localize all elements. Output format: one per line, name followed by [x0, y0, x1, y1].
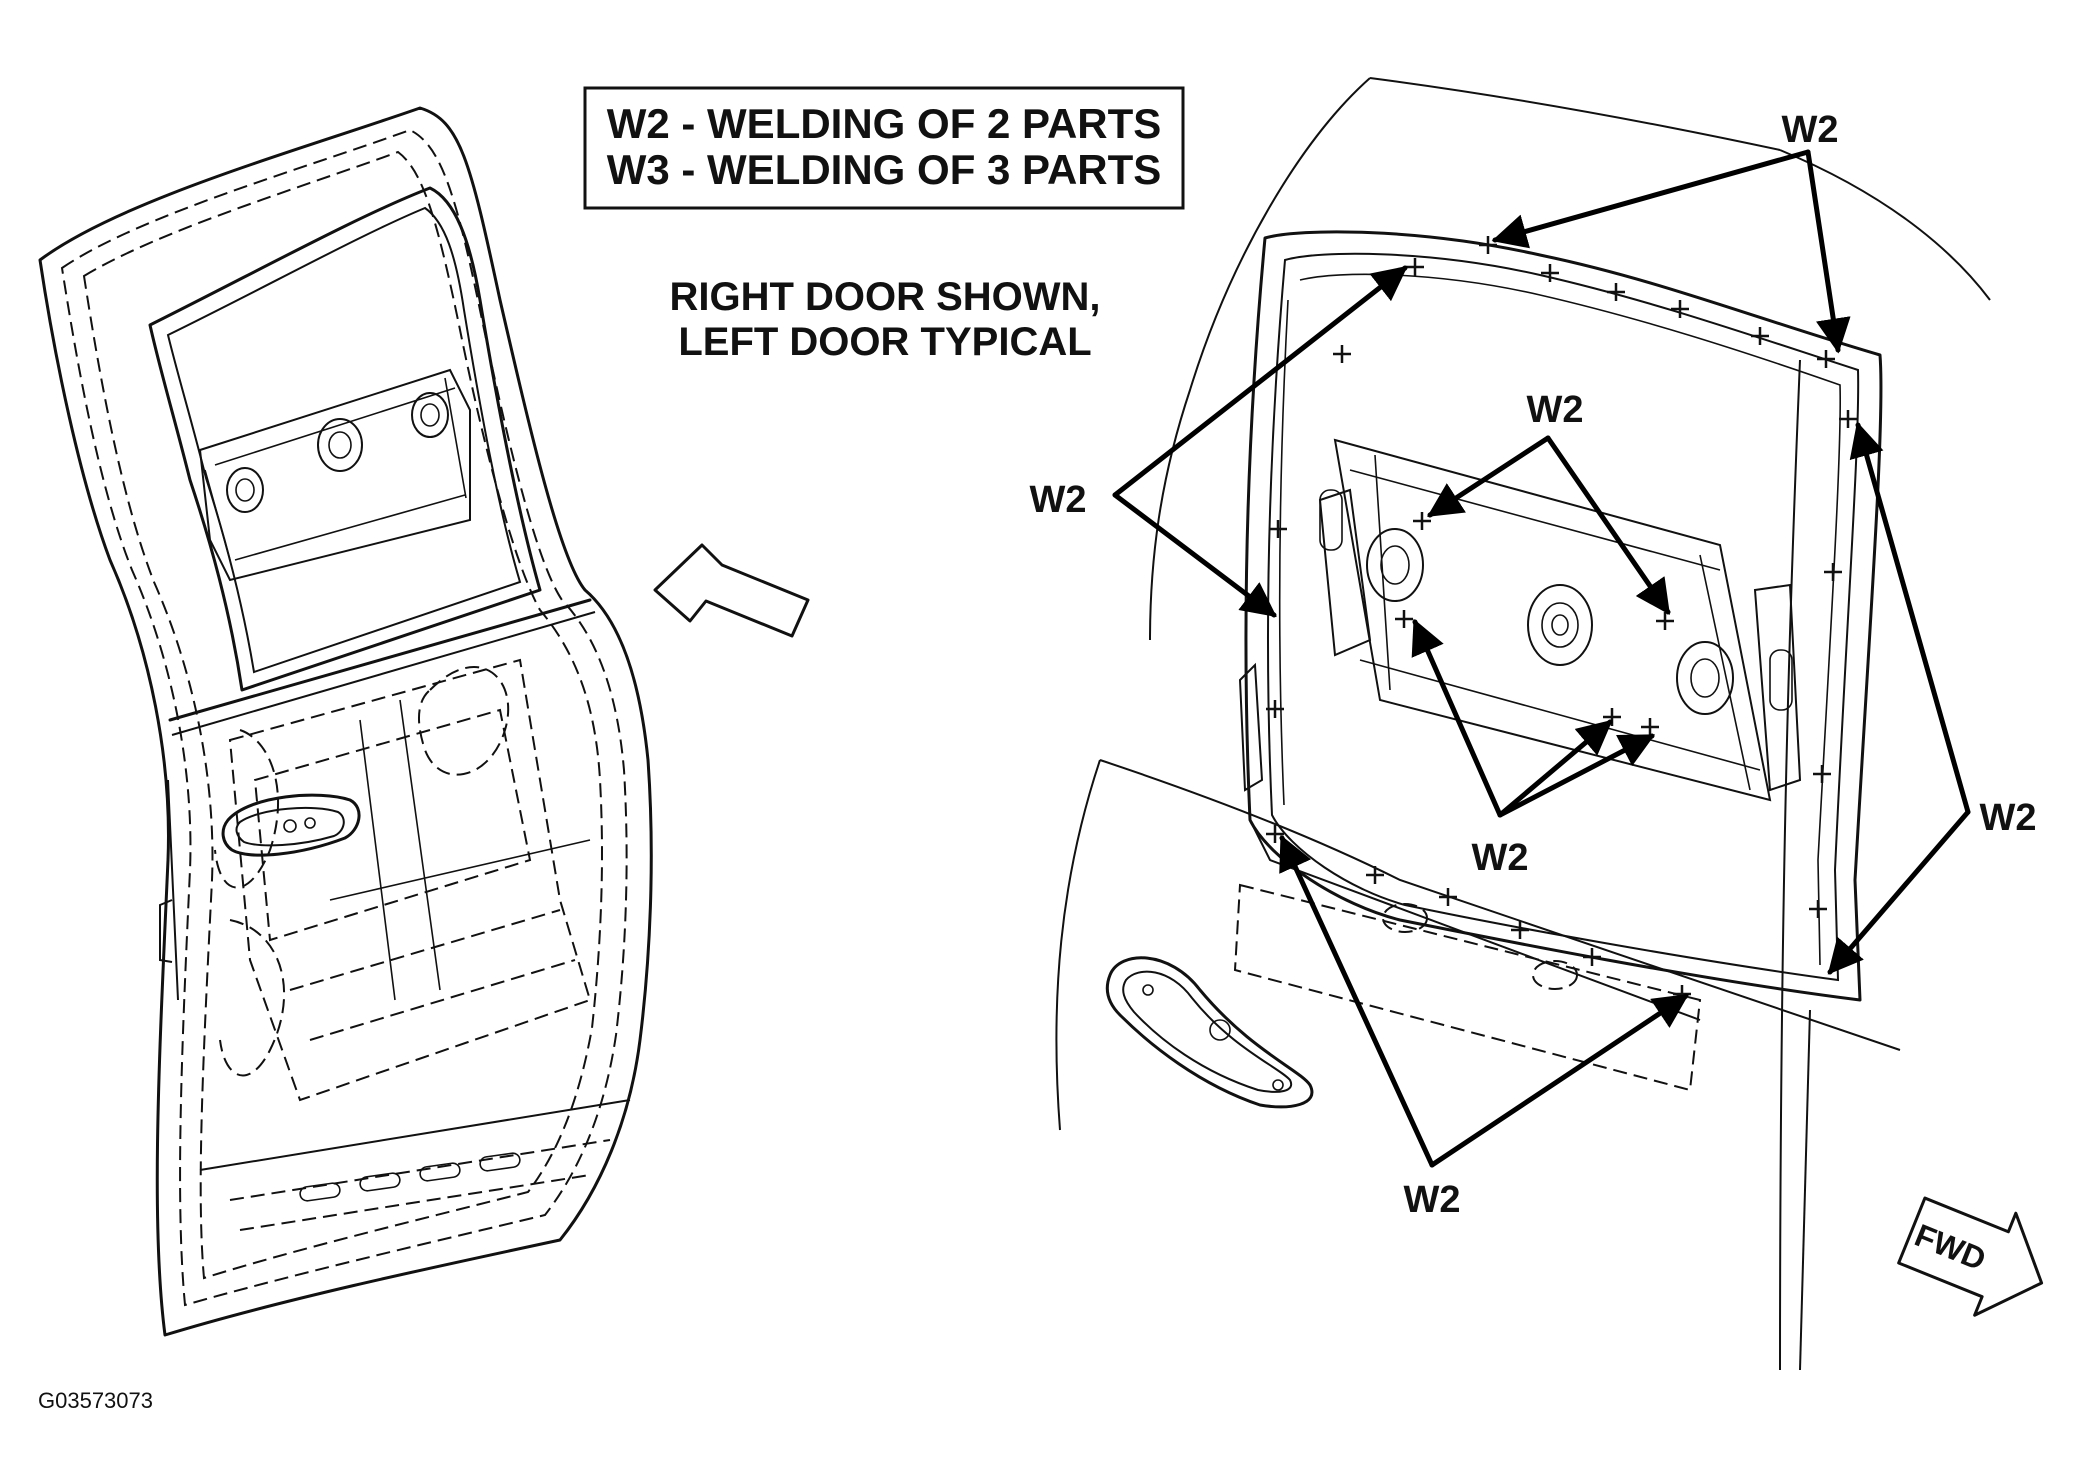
right-door-detail: W2 W2 W2 W2 W2 W2	[1030, 77, 2037, 1371]
callout-w2-top: W2	[1782, 109, 1839, 151]
legend-w3-text: W3 - WELDING OF 3 PARTS	[607, 146, 1162, 193]
left-door-illustration	[38, 106, 653, 1337]
callout-w2-bottom: W2	[1404, 1179, 1461, 1221]
legend-box: W2 - WELDING OF 2 PARTS W3 - WELDING OF …	[583, 86, 1185, 210]
note-line-1: RIGHT DOOR SHOWN,	[669, 275, 1100, 319]
note-line-2: LEFT DOOR TYPICAL	[678, 320, 1091, 364]
figure-id: G03573073	[38, 1388, 153, 1413]
callout-w2-left: W2	[1030, 479, 1087, 521]
callout-w2-center: W2	[1527, 389, 1584, 431]
callout-w2-right: W2	[1980, 797, 2037, 839]
callout-leaders	[1112, 149, 1971, 1168]
callout-w2-lower-center: W2	[1472, 837, 1529, 879]
legend-w2-text: W2 - WELDING OF 2 PARTS	[607, 100, 1162, 147]
fwd-label: FWD	[1910, 1217, 1991, 1278]
fwd-arrow-icon: FWD	[1897, 1196, 2044, 1317]
weld-marks	[1266, 236, 1857, 1003]
view-direction-arrow	[653, 543, 810, 638]
